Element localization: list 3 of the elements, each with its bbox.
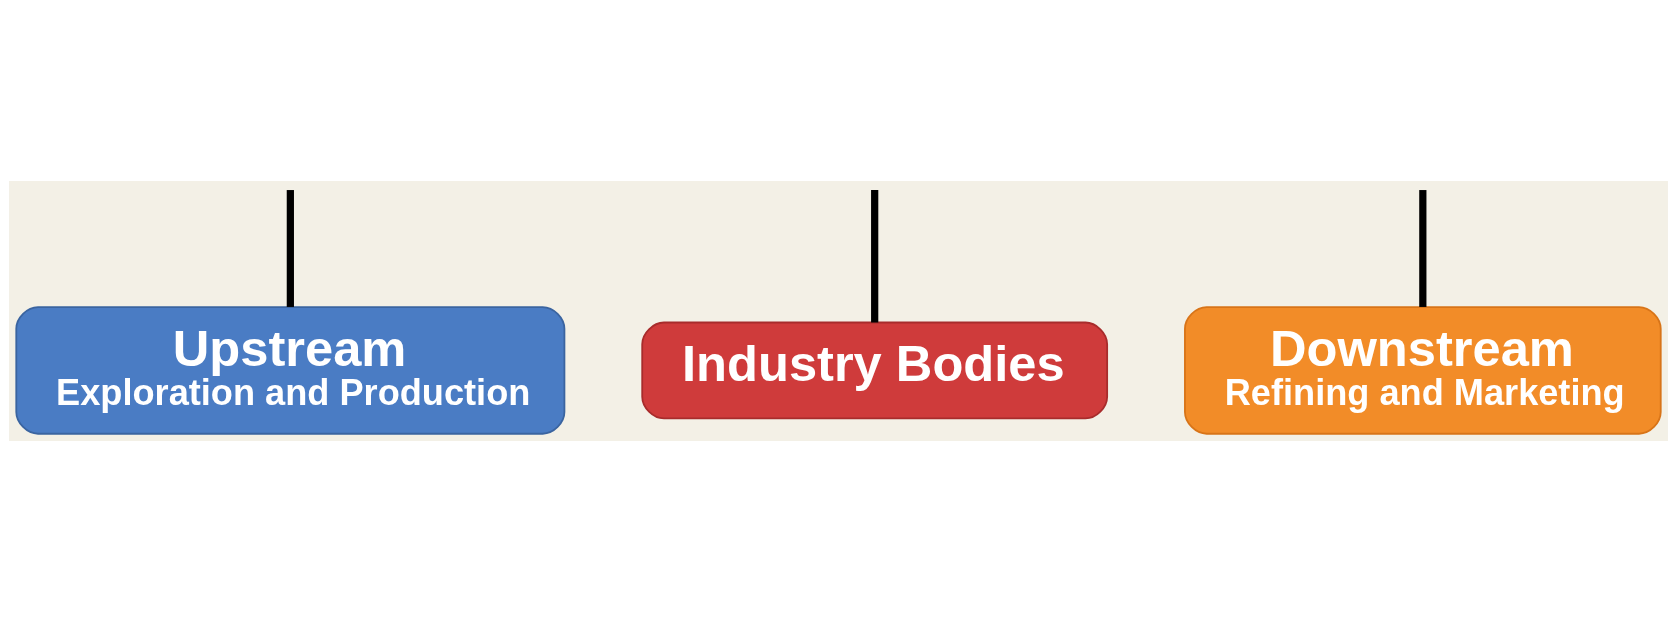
node-box: Industry Bodies bbox=[641, 321, 1109, 419]
node-box: Downstream Refining and Marketing bbox=[1184, 305, 1662, 435]
node-box: Upstream Exploration and Production bbox=[15, 305, 566, 435]
